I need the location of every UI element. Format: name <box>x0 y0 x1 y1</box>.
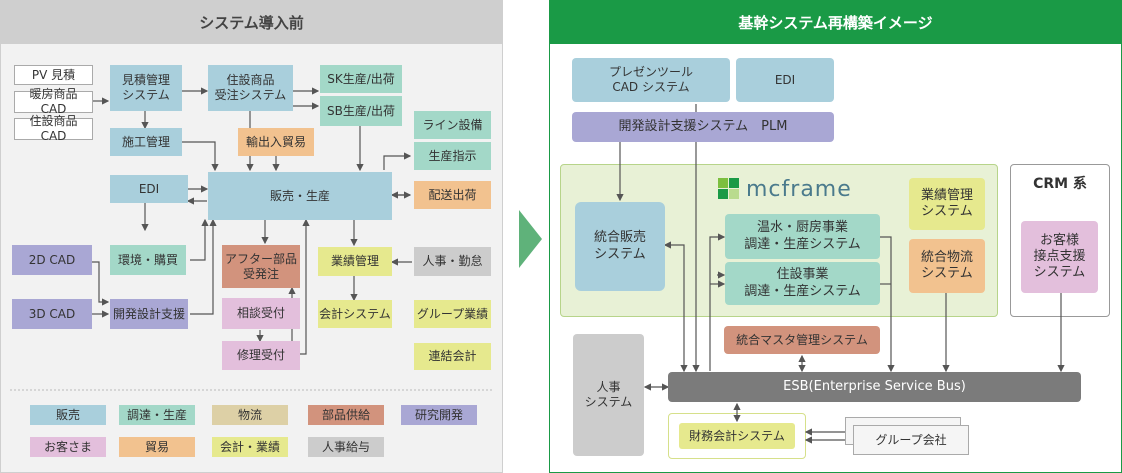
box-kaikei: 会計システム <box>318 300 392 328</box>
box-danbo-cad: 暖房商品 CAD <box>14 87 93 116</box>
box-jusetsu: 住設事業 調達・生産システム <box>725 262 880 305</box>
esb-bus: ESB(Enterprise Service Bus) <box>668 372 1081 402</box>
box-gyoseki-system: 業績管理 システム <box>909 178 985 230</box>
legend-kenkyu: 研究開発 <box>401 405 477 425</box>
box-after: アフター部品 受発注 <box>222 245 300 288</box>
legend-butsuryu: 物流 <box>212 405 288 425</box>
box-edi: EDI <box>110 175 188 203</box>
box-sekou: 施工管理 <box>110 128 182 156</box>
left-title: システム導入前 <box>0 0 503 44</box>
box-sb: SB生産/出荷 <box>320 96 402 126</box>
box-togo-hanbai: 統合販売 システム <box>575 202 665 291</box>
box-seisan-shiji: 生産指示 <box>414 142 491 170</box>
box-kankyo: 環境・購買 <box>110 245 186 275</box>
box-zaimu: 財務会計システム <box>679 423 795 449</box>
legend-chotatsu: 調達・生産 <box>119 405 195 425</box>
box-yushutsu: 輸出入貿易 <box>238 128 314 156</box>
box-kaihatsu: 開発設計支援 <box>110 299 188 329</box>
mcframe-logo-text: mcframe <box>746 176 852 202</box>
box-shuri: 修理受付 <box>222 341 300 370</box>
box-presen-cad: プレゼンツール CAD システム <box>572 58 730 102</box>
box-2dcad: 2D CAD <box>12 245 92 275</box>
mcframe-logo: mcframe <box>718 176 868 202</box>
box-plm: 開発設計支援システム PLM <box>572 112 834 142</box>
right-title: 基幹システム再構築イメージ <box>549 0 1122 44</box>
box-haiso: 配送出荷 <box>414 181 491 209</box>
legend-kaikei: 会計・業績 <box>212 437 288 457</box>
mcframe-logo-mark <box>718 178 740 200</box>
box-renketsu: 連結会計 <box>414 343 491 370</box>
crm-title: CRM 系 <box>1033 176 1087 193</box>
box-jinji-system: 人事 システム <box>573 334 644 456</box>
box-group: グループ業績 <box>414 300 491 328</box>
box-gyoseki: 業績管理 <box>318 247 392 276</box>
box-pv: PV 見積 <box>14 65 93 85</box>
box-3dcad: 3D CAD <box>12 299 92 329</box>
box-jinji: 人事・勤怠 <box>414 247 491 276</box>
legend-okyaku: お客さま <box>30 437 106 457</box>
legend-boeki: 貿易 <box>119 437 195 457</box>
box-onsui: 温水・厨房事業 調達・生産システム <box>725 214 880 259</box>
box-sk: SK生産/出荷 <box>320 65 402 93</box>
box-mitsumori: 見積管理 システム <box>110 65 182 111</box>
box-right-edi: EDI <box>736 58 834 102</box>
box-sodan: 相談受付 <box>222 298 300 329</box>
box-group-company: グループ会社 <box>853 425 969 455</box>
box-line: ライン設備 <box>414 111 491 139</box>
legend-jinji: 人事給与 <box>308 437 384 457</box>
box-jusetsu-cad: 住設商品 CAD <box>14 114 93 143</box>
box-okyaku: お客様 接点支援 システム <box>1021 221 1098 293</box>
box-jusetsu-order: 住設商品 受注システム <box>208 65 293 111</box>
legend-buhin: 部品供給 <box>308 405 384 425</box>
box-hanbai: 販売・生産 <box>208 172 392 220</box>
box-butsuryu: 統合物流 システム <box>909 239 985 293</box>
legend-hanbai: 販売 <box>30 405 106 425</box>
box-master: 統合マスタ管理システム <box>724 326 880 354</box>
